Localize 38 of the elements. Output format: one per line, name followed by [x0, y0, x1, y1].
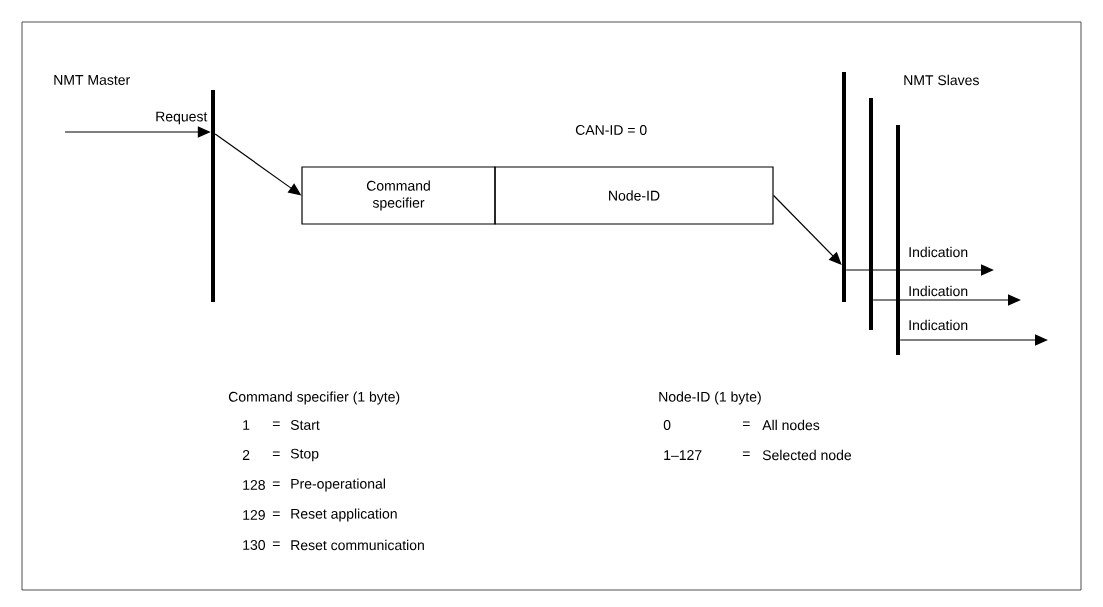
table-cell: 1	[243, 420, 250, 430]
vertical-bar	[896, 125, 900, 355]
heading: NMT Slaves	[904, 74, 979, 86]
field-box: Command specifier	[301, 166, 496, 225]
edge-label: Indication	[909, 285, 968, 297]
table-cell: Selected node	[762, 449, 852, 461]
table-cell: 129	[243, 510, 265, 520]
vertical-bar	[869, 98, 873, 330]
table-heading: Node-ID (1 byte)	[659, 391, 761, 405]
edge-label: Indication	[909, 319, 968, 331]
arrow	[872, 294, 1021, 306]
table-cell: Reset communication	[291, 539, 424, 551]
table-cell: =	[272, 541, 280, 547]
table-cell: =	[272, 451, 280, 457]
arrow	[773, 194, 842, 265]
table-cell: Pre-operational	[291, 478, 385, 492]
table-cell: Reset application	[291, 508, 397, 522]
table-cell: =	[272, 511, 280, 517]
arrow	[845, 264, 994, 276]
edge-label: Indication	[909, 246, 968, 258]
field-box: Node-ID	[494, 166, 774, 225]
table-cell: =	[272, 481, 280, 487]
table-heading: Command specifier (1 byte)	[228, 391, 400, 405]
table-cell: =	[272, 421, 280, 427]
table-cell: =	[742, 421, 750, 427]
heading: NMT Master	[54, 75, 130, 85]
edge-label: Request	[156, 111, 208, 125]
table-cell: 130	[243, 540, 265, 550]
table-cell: All nodes	[762, 419, 820, 431]
table-cell: 128	[243, 480, 265, 490]
table-cell: 0	[663, 420, 671, 430]
arrow	[899, 334, 1048, 346]
table-cell: 2	[242, 450, 250, 460]
table-cell: Start	[290, 420, 320, 430]
id-label: CAN-ID = 0	[575, 125, 647, 135]
table-cell: 1–127	[664, 450, 702, 460]
table-cell: =	[742, 451, 750, 457]
table-cell: Stop	[290, 448, 319, 462]
